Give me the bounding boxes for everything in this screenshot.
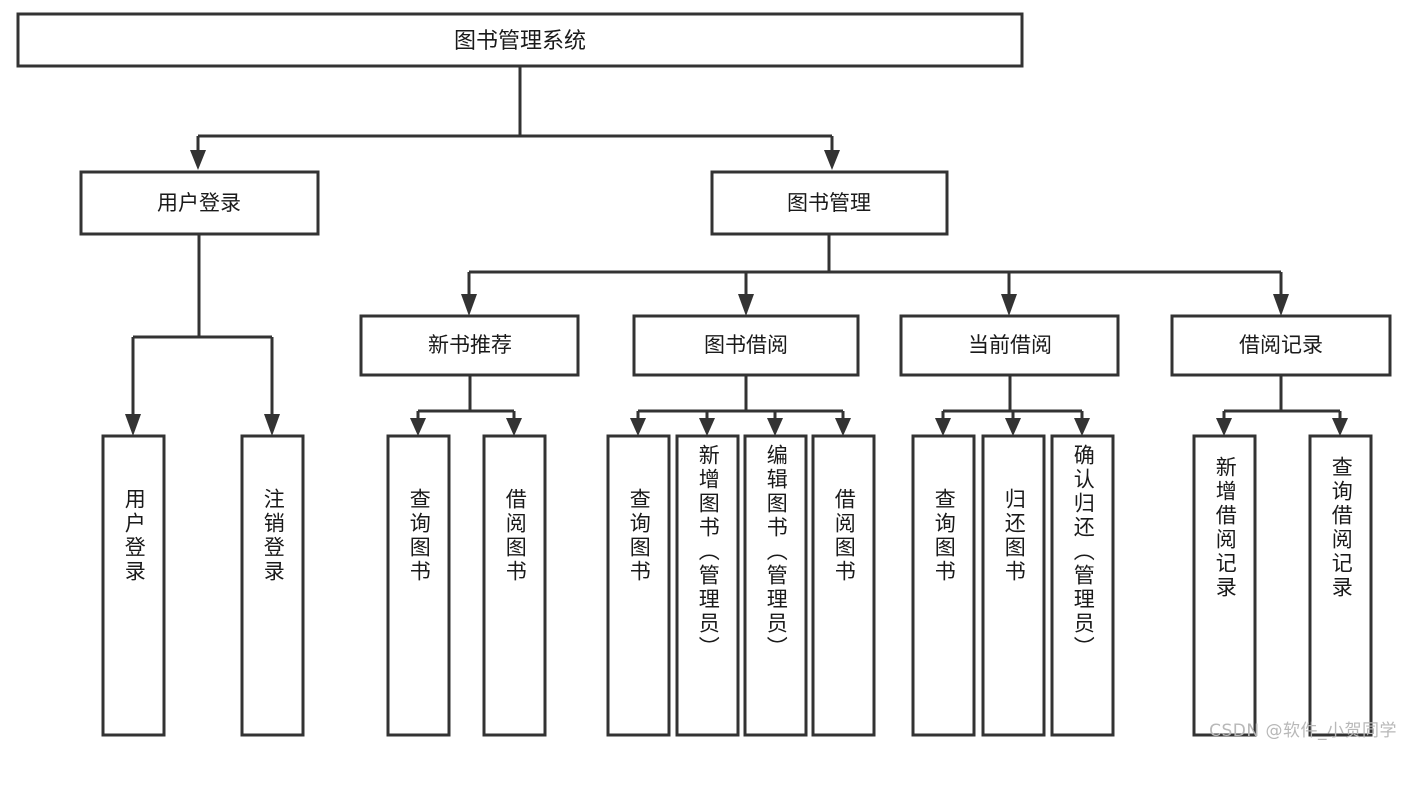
leaf-box-confirm-return[interactable] [1050, 434, 1115, 737]
leaf-box-add-book[interactable] [675, 434, 740, 737]
connector-user-login-to-leaves [125, 234, 280, 436]
leaf-box-borrow-book-2[interactable] [811, 434, 876, 737]
leaf-box-add-record[interactable] [1192, 434, 1257, 737]
node-new-book-recommend-label: 新书推荐 [428, 333, 512, 357]
leaf-box-return-book[interactable] [981, 434, 1046, 737]
connector-current-borrow-to-leaves [935, 375, 1090, 436]
node-new-book-recommend[interactable]: 新书推荐 [359, 314, 580, 377]
connector-book-borrow-to-leaves [630, 375, 851, 436]
leaf-box-query-book-2[interactable] [606, 434, 671, 737]
node-user-login[interactable]: 用户登录 [79, 170, 320, 236]
node-borrow-record-label: 借阅记录 [1239, 333, 1323, 357]
connector-borrow-record-to-leaves [1216, 375, 1348, 436]
tree-diagram-svg: 图书管理系统 用户登录 图书管理 [16, 12, 1392, 737]
leaf-box-edit-book[interactable] [743, 434, 808, 737]
leaf-box-query-book-1[interactable] [386, 434, 451, 737]
node-root-label: 图书管理系统 [454, 29, 586, 54]
node-root[interactable]: 图书管理系统 [16, 12, 1024, 68]
connector-new-book-recommend-to-leaves [410, 375, 522, 436]
leaf-boxes-group [101, 434, 1373, 737]
node-book-manage-label: 图书管理 [787, 191, 871, 215]
node-book-borrow[interactable]: 图书借阅 [632, 314, 860, 377]
node-book-manage[interactable]: 图书管理 [710, 170, 949, 236]
connector-book-manage-to-level3 [461, 234, 1289, 316]
node-book-borrow-label: 图书借阅 [704, 333, 788, 357]
leaf-box-query-record[interactable] [1308, 434, 1373, 737]
leaf-box-logout[interactable] [240, 434, 305, 737]
leaf-box-user-login[interactable] [101, 434, 166, 737]
csdn-watermark: CSDN @软件_小贺同学 [1209, 721, 1397, 741]
leaf-box-query-book-3[interactable] [911, 434, 976, 737]
node-current-borrow-label: 当前借阅 [968, 333, 1052, 357]
node-current-borrow[interactable]: 当前借阅 [899, 314, 1120, 377]
leaf-box-borrow-book-1[interactable] [482, 434, 547, 737]
diagram-canvas: 图书管理系统 用户登录 图书管理 [16, 12, 1397, 741]
node-borrow-record[interactable]: 借阅记录 [1170, 314, 1392, 377]
node-user-login-label: 用户登录 [157, 191, 241, 215]
connector-root-to-level2 [190, 66, 840, 170]
